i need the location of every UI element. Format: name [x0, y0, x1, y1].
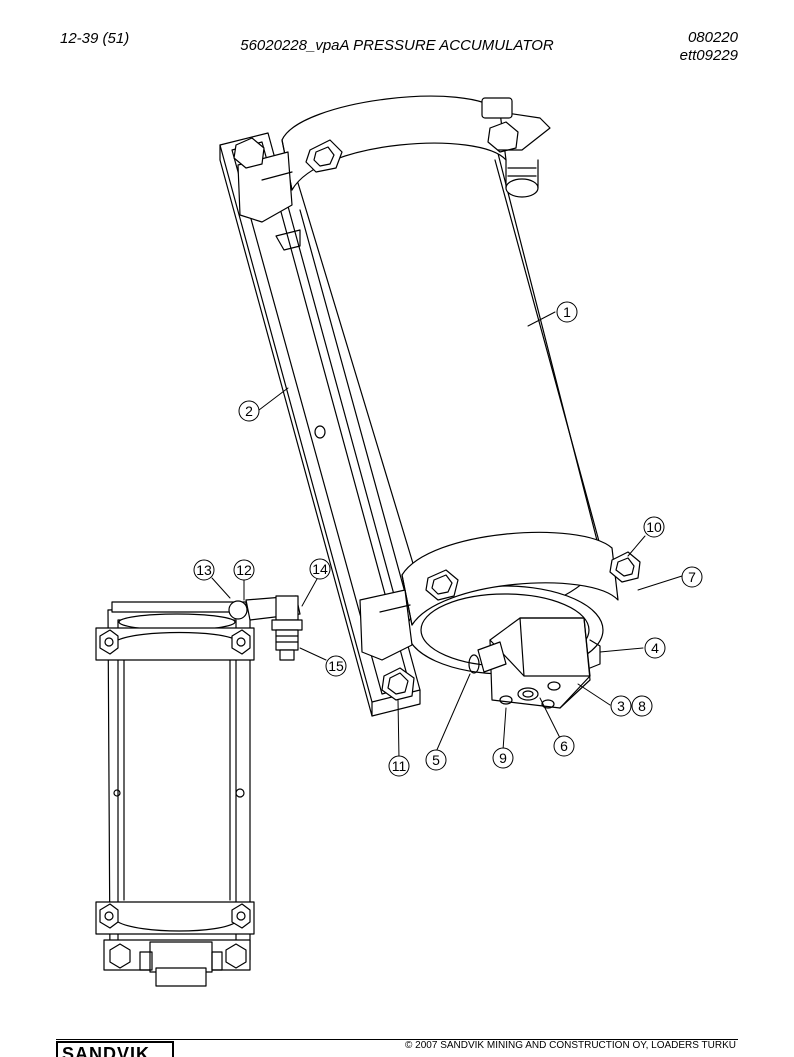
callout-label: 3	[617, 698, 625, 714]
callout-label: 4	[651, 640, 659, 656]
leader-lines	[211, 311, 683, 760]
side-view-assembly	[95, 595, 303, 987]
callout-circle	[233, 559, 255, 581]
callout-label: 2	[245, 403, 253, 419]
callout-2: 2	[238, 400, 260, 422]
callout-circle	[553, 735, 575, 757]
callout-3: 3	[610, 695, 632, 717]
callout-circle	[388, 755, 410, 777]
copyright-notice: © 2007 SANDVIK MINING AND CONSTRUCTION O…	[405, 1040, 736, 1051]
callout-14: 14	[309, 558, 331, 580]
callout-7: 7	[681, 566, 703, 588]
callout-11: 11	[388, 755, 410, 777]
callout-circle	[193, 559, 215, 581]
upper-clamp	[233, 95, 551, 223]
callout-circle	[238, 400, 260, 422]
callout-6: 6	[553, 735, 575, 757]
callout-label: 15	[328, 658, 344, 674]
callout-circle	[325, 655, 347, 677]
footer-divider	[56, 1039, 738, 1040]
main-accumulator-assembly	[219, 95, 641, 717]
callout-13: 13	[193, 559, 215, 581]
callout-8: 8	[631, 695, 653, 717]
callout-label: 13	[196, 562, 212, 578]
callout-12: 12	[233, 559, 255, 581]
callout-circle	[631, 695, 653, 717]
page-title: 56020228_vpaA PRESSURE ACCUMULATOR	[240, 37, 554, 54]
callout-label: 1	[563, 304, 571, 320]
page-reference: 12-39 (51)	[60, 30, 130, 47]
logo-text: SANDVIK	[62, 1044, 151, 1057]
valve-block	[468, 617, 601, 709]
callout-label: 8	[638, 698, 646, 714]
callout-circle	[492, 747, 514, 769]
callout-label: 14	[312, 561, 328, 577]
callout-circle	[556, 301, 578, 323]
document-date: 080220	[687, 29, 738, 46]
callout-label: 6	[560, 738, 568, 754]
drawing-code: ett09229	[679, 47, 738, 64]
callout-label: 11	[392, 758, 407, 774]
callout-15: 15	[325, 655, 347, 677]
callout-circle	[425, 749, 447, 771]
callout-4: 4	[644, 637, 666, 659]
callout-label: 10	[646, 519, 662, 535]
callout-circle	[309, 558, 331, 580]
callout-label: 5	[432, 752, 440, 768]
callout-circle	[610, 695, 632, 717]
callout-circle	[681, 566, 703, 588]
callout-label: 12	[236, 562, 252, 578]
sandvik-logo: SANDVIK	[56, 1041, 174, 1057]
callout-circle	[643, 516, 665, 538]
callout-9: 9	[492, 747, 514, 769]
callout-5: 5	[425, 749, 447, 771]
callout-label: 9	[499, 750, 507, 766]
lower-clamp	[359, 531, 641, 701]
callout-label: 7	[688, 569, 696, 585]
callout-circle	[644, 637, 666, 659]
callout-10: 10	[643, 516, 665, 538]
callout-1: 1	[556, 301, 578, 323]
